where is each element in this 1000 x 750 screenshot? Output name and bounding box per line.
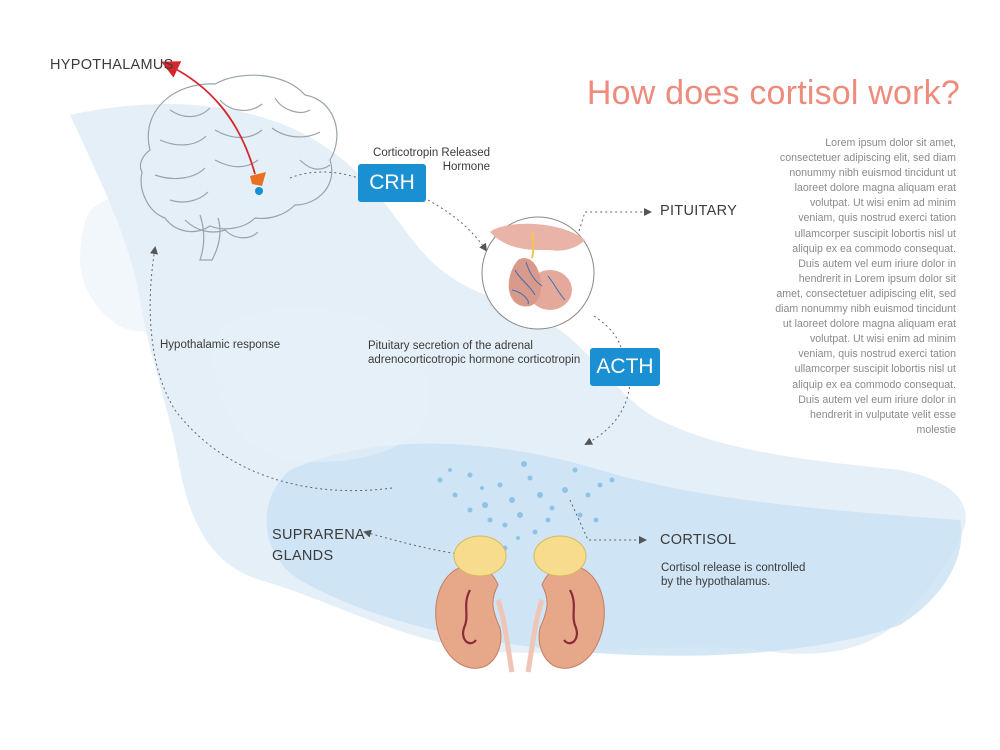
hypothalamus-label: HYPOTHALAMUS xyxy=(50,57,174,73)
pituitary-illustration xyxy=(481,216,595,330)
acth-caption-line2: adrenocorticotropic hormone corticotropi… xyxy=(368,354,581,366)
page-title: How does cortisol work? xyxy=(586,74,960,112)
acth-caption-line1: Pituitary secretion of the adrenal xyxy=(368,340,533,352)
kidneys-illustration xyxy=(435,535,605,673)
suprarena-label-line1: SUPRARENA xyxy=(272,527,365,543)
cortisol-label: CORTISOL xyxy=(660,532,737,548)
hypothalamic-response-caption: Hypothalamic response xyxy=(160,339,281,351)
cortisol-caption-line2: by the hypothalamus. xyxy=(661,576,771,588)
pituitary-marker-icon xyxy=(255,187,263,195)
cortisol-caption-line1: Cortisol release is controlled xyxy=(661,562,806,574)
crh-caption-line1: Corticotropin Released xyxy=(373,147,490,159)
crh-caption-line2: Hormone xyxy=(442,161,490,173)
pituitary-label: PITUITARY xyxy=(660,203,738,219)
acth-badge: ACTH xyxy=(590,348,660,386)
hypothalamus-arrow xyxy=(161,61,256,175)
crh-badge: CRH xyxy=(358,164,426,202)
suprarena-label-line2: GLANDS xyxy=(272,548,334,564)
hypothalamus-marker-icon xyxy=(250,172,266,186)
body-text: Lorem ipsum dolor sit amet, consectetuer… xyxy=(775,137,956,436)
